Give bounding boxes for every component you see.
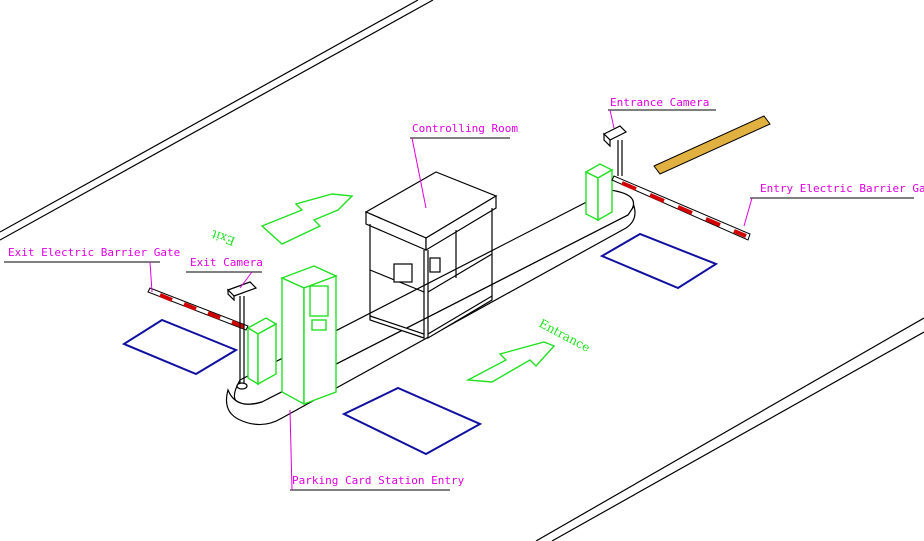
loop-detectors [121, 232, 719, 456]
entrance-arrow-label: Entrance [537, 316, 593, 355]
svg-text:Entrance Camera: Entrance Camera [610, 96, 709, 109]
exit-gate-cabinet [246, 317, 278, 386]
svg-text:Entry Electric Barrier Gate: Entry Electric Barrier Gate [760, 182, 924, 195]
label-entrance-camera: Entrance Camera [608, 96, 716, 129]
exit-arrow-label: Exit [209, 227, 237, 248]
label-controlling-room: Controlling Room [410, 122, 518, 209]
entrance-camera [602, 125, 628, 176]
loop-detector-entry [599, 232, 719, 290]
svg-text:Exit Camera: Exit Camera [190, 256, 263, 269]
entry-barrier-arm [611, 175, 751, 241]
controlling-room [364, 171, 498, 340]
loop-detector-entrance-lane [341, 386, 483, 456]
entrance-arrow: Entrance [465, 316, 593, 383]
label-exit-barrier-gate: Exit Electric Barrier Gate [4, 246, 180, 293]
speed-bump [653, 115, 771, 175]
svg-text:Controlling Room: Controlling Room [412, 122, 518, 135]
exit-barrier-arm [147, 287, 249, 331]
svg-text:Parking Card Station Entry: Parking Card Station Entry [292, 474, 465, 487]
label-exit-camera: Exit Camera [186, 256, 263, 289]
entry-gate-cabinet [584, 163, 614, 222]
label-parking-card-station: Parking Card Station Entry [289, 409, 465, 491]
svg-text:Exit Electric Barrier Gate: Exit Electric Barrier Gate [8, 246, 180, 259]
loop-detector-exit [121, 318, 239, 376]
label-entry-barrier-gate: Entry Electric Barrier Gate [743, 182, 924, 227]
exit-arrow: Exit [209, 193, 354, 248]
parking-card-station [280, 265, 338, 406]
